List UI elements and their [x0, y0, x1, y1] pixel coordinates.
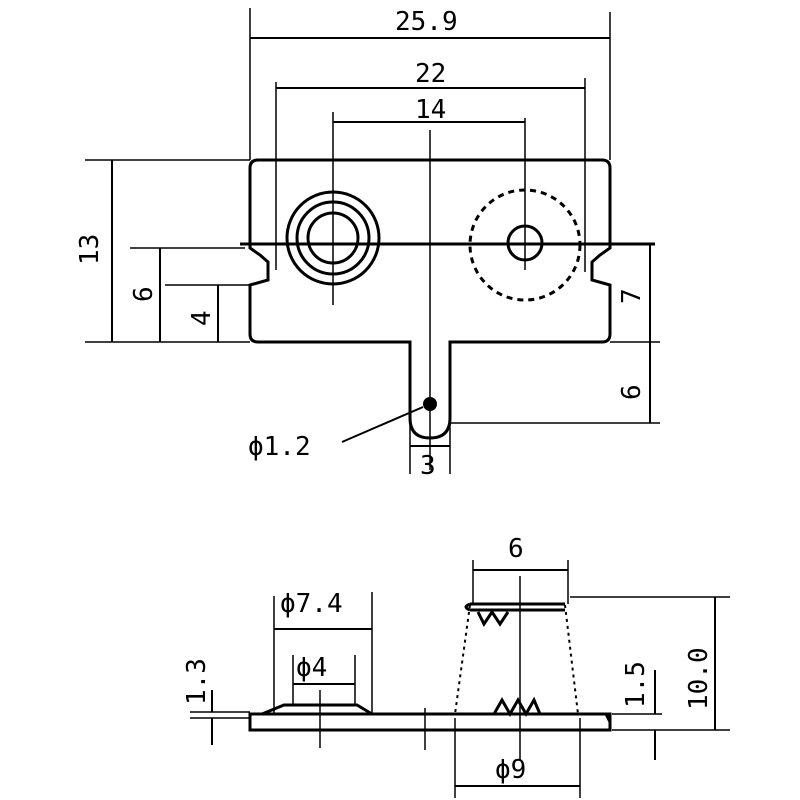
dim-width-overall: 25.9 — [395, 7, 458, 37]
tab-hole — [423, 397, 437, 411]
dim-notch-lower: 4 — [187, 310, 217, 326]
dim-base-dia: ϕ9 — [495, 755, 526, 785]
side-view: 6 ϕ7.4 ϕ4 1.3 10.0 1.5 ϕ9 — [182, 534, 730, 798]
dim-height: 13 — [75, 234, 105, 265]
spring-right — [564, 604, 579, 715]
dim-right-upper: 7 — [617, 288, 647, 304]
dim-right-lower: 6 — [617, 384, 647, 400]
spring-top — [464, 602, 565, 612]
base-plate — [248, 712, 612, 732]
dim-spring-height: 10.0 — [684, 647, 714, 710]
dim-notch-upper: 6 — [129, 286, 159, 302]
dim-plate-thk: 1.3 — [182, 658, 212, 705]
dim-hole-pitch: 14 — [415, 95, 446, 125]
dim-inner-dia: ϕ4 — [296, 653, 327, 683]
spring-coil-bottom — [492, 696, 542, 718]
spring-left — [454, 604, 471, 715]
dim-tab-width: 3 — [420, 451, 436, 481]
top-view: 25.9 22 14 13 6 4 7 6 ϕ1.2 — [75, 7, 660, 481]
dim-base-thk: 1.5 — [621, 661, 651, 708]
dim-tab-hole: ϕ1.2 — [248, 432, 311, 462]
spring-tail — [580, 712, 612, 723]
dim-hole-span: 22 — [415, 59, 446, 89]
spring-coil-top — [476, 609, 510, 627]
dim-outer-dia: ϕ7.4 — [280, 589, 343, 619]
dim-top-width: 6 — [508, 534, 524, 564]
